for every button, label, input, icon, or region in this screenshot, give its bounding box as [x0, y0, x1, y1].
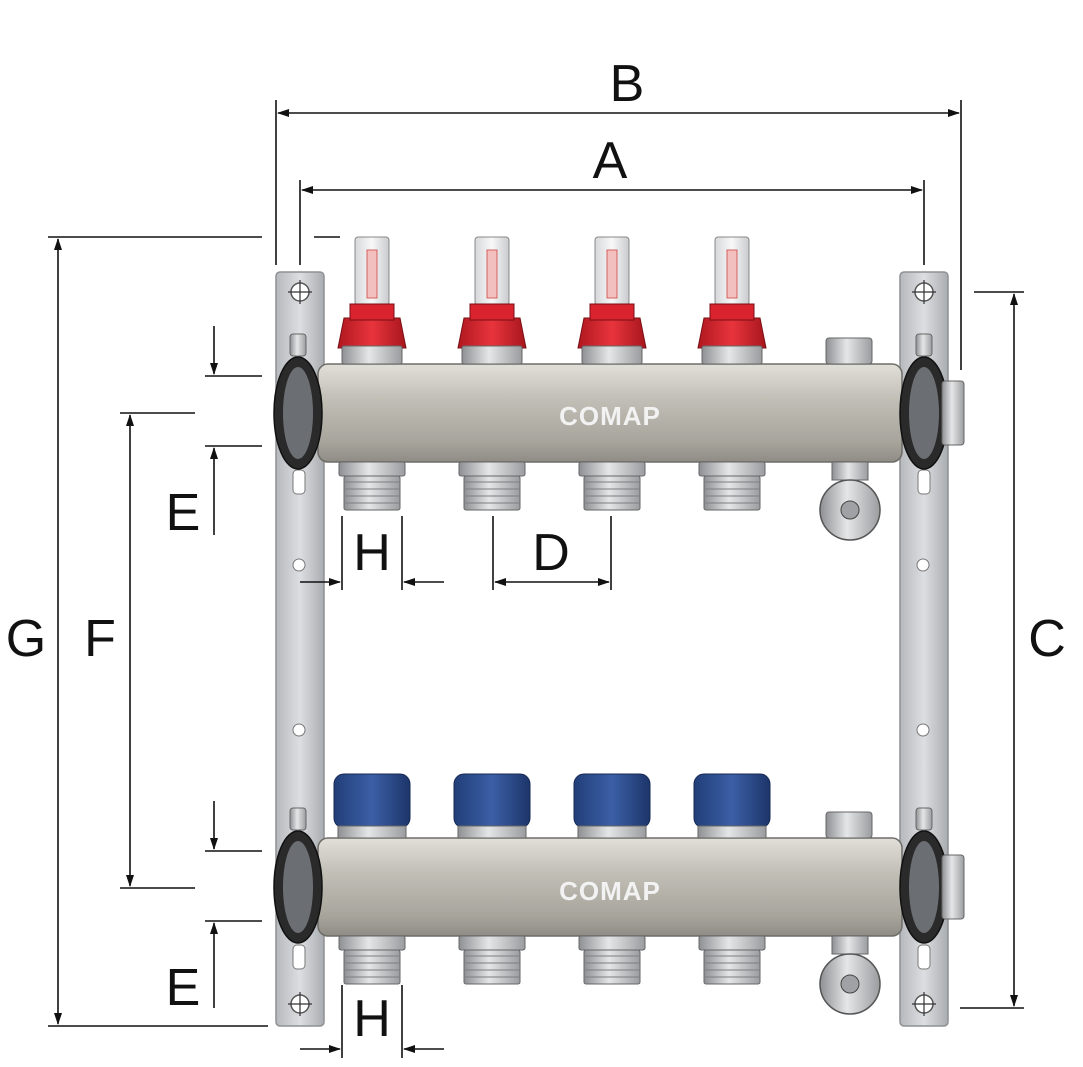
outlet-thread: [583, 949, 641, 985]
label-h-top: H: [353, 524, 391, 582]
flow-scale: [366, 249, 378, 299]
bottom-outlet-1: [338, 935, 406, 985]
top-brand-logo: COMAP: [559, 401, 661, 431]
flow-meter-1: [337, 236, 407, 365]
outlet-nut: [458, 461, 526, 477]
label-d: D: [532, 524, 570, 582]
cap-base: [457, 825, 527, 839]
outlet-nut: [698, 935, 766, 951]
label-g: G: [6, 610, 46, 668]
label-e-bottom: E: [166, 959, 201, 1017]
outlet-nut: [458, 935, 526, 951]
clamp-screw: [289, 807, 307, 831]
cap-base: [337, 825, 407, 839]
top-left-end-clamp: [273, 333, 323, 470]
outlet-thread: [703, 949, 761, 985]
valve-cap-3: [573, 773, 651, 839]
outlet-nut: [578, 935, 646, 951]
flow-meter-2: [457, 236, 527, 365]
label-c: C: [1028, 610, 1066, 668]
red-collar: [589, 303, 635, 321]
blue-cap: [693, 773, 771, 829]
clamp-screw: [289, 333, 307, 357]
bottom-right-end-clamp: [899, 807, 965, 944]
label-f: F: [84, 610, 116, 668]
top-outlet-1: [338, 461, 406, 511]
top-outlet-4: [698, 461, 766, 511]
red-collar: [709, 303, 755, 321]
label-h-bottom: H: [353, 990, 391, 1048]
bottom-outlet-4: [698, 935, 766, 985]
outlet-connectors: [338, 461, 766, 985]
outlet-thread: [583, 475, 641, 511]
flow-scale: [726, 249, 738, 299]
drain-screw: [840, 974, 860, 994]
end-plug: [941, 380, 965, 446]
outlet-nut: [578, 461, 646, 477]
top-outlet-3: [578, 461, 646, 511]
outlet-thread: [463, 949, 521, 985]
bottom-outlet-3: [578, 935, 646, 985]
bottom-vent-drain: [819, 811, 881, 1015]
valve-cap-1: [333, 773, 411, 839]
cap-base: [577, 825, 647, 839]
outlet-thread: [343, 949, 401, 985]
top-right-end-clamp: [899, 333, 965, 470]
brass-nut: [701, 345, 763, 365]
cap-base: [697, 825, 767, 839]
brass-nut: [461, 345, 523, 365]
outlet-thread: [703, 475, 761, 511]
clamp-screw: [915, 333, 933, 357]
label-a: A: [593, 132, 628, 190]
air-vent: [825, 337, 873, 365]
red-regulator: [697, 317, 767, 349]
label-b: B: [610, 55, 645, 113]
red-collar: [469, 303, 515, 321]
dimension-letters: B A C D E E F G H H: [6, 55, 1066, 1048]
drain-screw: [840, 500, 860, 520]
vent-and-drain-fittings: [819, 337, 881, 1015]
end-clamps: [273, 333, 965, 944]
outlet-nut: [698, 461, 766, 477]
blue-cap: [573, 773, 651, 829]
outlet-nut: [338, 461, 406, 477]
top-manifold-bar: COMAP: [317, 363, 903, 463]
bottom-manifold-bar: COMAP: [317, 837, 903, 937]
label-e-top: E: [166, 484, 201, 542]
blue-cap: [333, 773, 411, 829]
valve-cap-4: [693, 773, 771, 839]
valve-cap-2: [453, 773, 531, 839]
air-vent: [825, 811, 873, 839]
drain-body: [831, 935, 869, 955]
top-vent-drain: [819, 337, 881, 541]
red-regulator: [337, 317, 407, 349]
dimension-lines: [48, 100, 1024, 1058]
red-regulator: [577, 317, 647, 349]
red-collar: [349, 303, 395, 321]
outlet-thread: [343, 475, 401, 511]
flow-meter-3: [577, 236, 647, 365]
brass-nut: [581, 345, 643, 365]
top-outlet-2: [458, 461, 526, 511]
red-regulator: [457, 317, 527, 349]
clamp-screw: [915, 807, 933, 831]
bottom-brand-logo: COMAP: [559, 876, 661, 906]
brass-nut: [341, 345, 403, 365]
flow-scale: [606, 249, 618, 299]
bottom-left-end-clamp: [273, 807, 323, 944]
blue-cap: [453, 773, 531, 829]
flow-scale: [486, 249, 498, 299]
drain-body: [831, 461, 869, 481]
flow-meters: [337, 236, 767, 365]
outlet-thread: [463, 475, 521, 511]
valve-caps: [333, 773, 771, 839]
bottom-outlet-2: [458, 935, 526, 985]
end-plug: [941, 854, 965, 920]
outlet-nut: [338, 935, 406, 951]
flow-meter-4: [697, 236, 767, 365]
